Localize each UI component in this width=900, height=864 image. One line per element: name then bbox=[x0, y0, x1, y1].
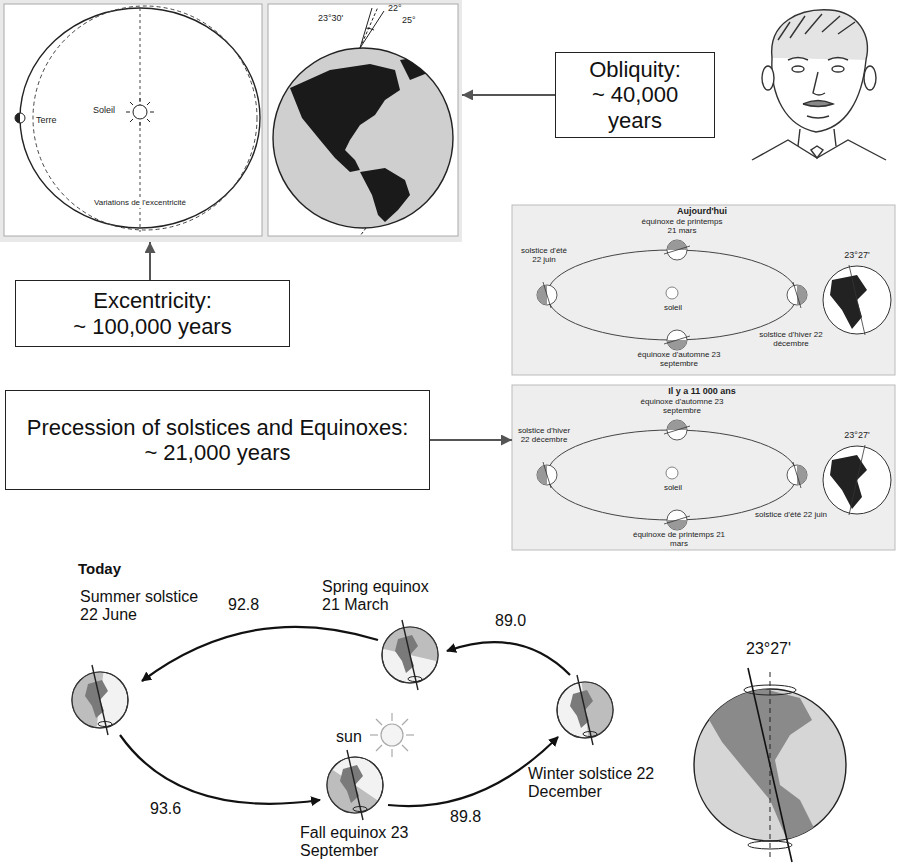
panel-label: 23°27' bbox=[834, 251, 880, 261]
diagram-label: 92.8 bbox=[228, 596, 259, 614]
panel-label: équinoxe de printemps 21 mars bbox=[637, 218, 727, 236]
box-heading: Obliquity: bbox=[589, 57, 681, 82]
orbit-obliquity-panel bbox=[0, 0, 462, 242]
arrow-connector bbox=[462, 94, 555, 96]
panel-label: Variations de l'excentricité bbox=[82, 199, 198, 208]
diagram-label: Winter solstice 22 December bbox=[528, 765, 656, 802]
illustration-panel: Il y a 11 000 anséquinoxe d'automne 23 s… bbox=[512, 385, 895, 550]
box-heading: Precession of solstices and Equinoxes: bbox=[27, 415, 409, 440]
box-text: ~ 100,000 years bbox=[73, 314, 231, 339]
panel-label: Terre bbox=[36, 116, 57, 126]
panel-label: 25° bbox=[402, 16, 416, 26]
diagram-label: Summer solstice 22 June bbox=[80, 588, 215, 625]
process-box: Precession of solstices and Equinoxes:~ … bbox=[5, 390, 430, 490]
diagram-heading: Today bbox=[78, 560, 121, 577]
diagram-label: 89.8 bbox=[450, 808, 481, 826]
panel-label: 23°27' bbox=[834, 431, 880, 441]
diagram-label: Fall equinox 23 September bbox=[300, 824, 425, 861]
panel-label: Soleil bbox=[93, 106, 115, 116]
illustration-panel: SoleilTerreVariations de l'excentricité 2… bbox=[0, 0, 462, 242]
box-heading: Excentricity: bbox=[93, 288, 212, 313]
diagram-label: 93.6 bbox=[150, 800, 181, 818]
box-text: ~ 40,000 years bbox=[564, 82, 706, 133]
panel-label: 22° bbox=[388, 4, 402, 14]
precession-past-panel bbox=[512, 385, 895, 550]
panel-label: solstice d'été 22 juin bbox=[755, 511, 827, 520]
diagram-label: 89.0 bbox=[495, 612, 526, 630]
panel-label: solstice d'hiver 22 décembre bbox=[516, 427, 572, 445]
panel-label: 23°30' bbox=[318, 14, 343, 24]
box-text: ~ 21,000 years bbox=[144, 440, 290, 465]
arrow-connector bbox=[149, 242, 151, 280]
precession-today-panel bbox=[512, 205, 895, 375]
panel-label: équinoxe d'automne 23 septembre bbox=[624, 351, 734, 369]
process-box: Excentricity:~ 100,000 years bbox=[15, 280, 290, 347]
panel-label: solstice d'hiver 22 décembre bbox=[755, 331, 827, 349]
illustration-panel: Aujourd'huiéquinoxe de printemps 21 mars… bbox=[512, 205, 895, 375]
panel-label: Il y a 11 000 ans bbox=[652, 387, 752, 397]
diagram-label: 23°27' bbox=[746, 640, 791, 658]
diagram-label: Spring equinox 21 March bbox=[322, 578, 450, 615]
panel-label: équinoxe de printemps 21 mars bbox=[624, 531, 734, 549]
today-orbit-illustration bbox=[69, 620, 846, 862]
arrow-connector bbox=[430, 439, 512, 441]
panel-label: soleil bbox=[659, 304, 687, 313]
panel-label: équinoxe d'automne 23 septembre bbox=[637, 398, 727, 416]
process-box: Obliquity:~ 40,000 years bbox=[555, 52, 715, 138]
panel-label: soleil bbox=[659, 484, 687, 493]
panel-label: solstice d'été 22 juin bbox=[516, 247, 572, 265]
portrait-sketch bbox=[728, 2, 898, 160]
panel-label: Aujourd'hui bbox=[652, 207, 752, 217]
diagram-label: sun bbox=[336, 728, 362, 746]
